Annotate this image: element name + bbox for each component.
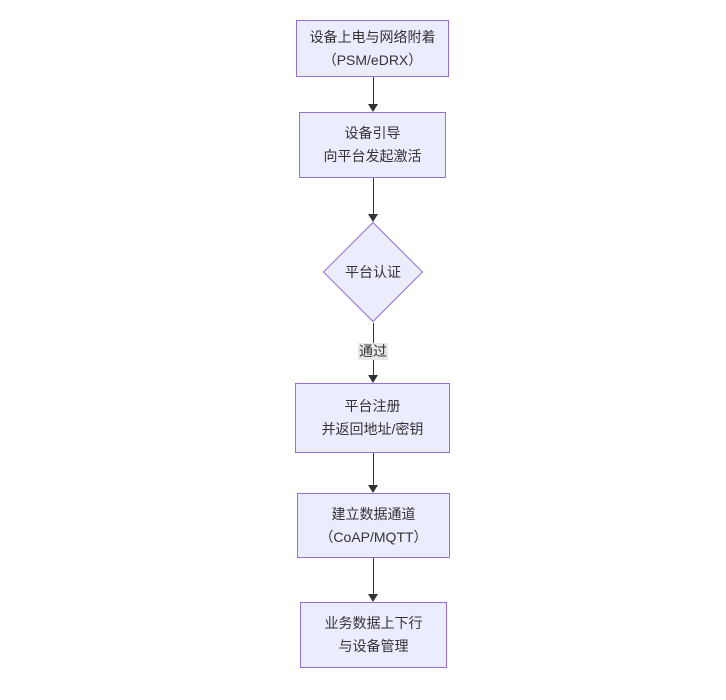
arrow-line: [372, 558, 374, 594]
flow-node-platform-register: 平台注册 并返回地址/密钥: [295, 383, 450, 453]
node-text: 并返回地址/密钥: [321, 421, 424, 437]
arrow-register-to-channel: [368, 453, 378, 493]
flow-decision-platform-auth: 平台认证: [322, 221, 424, 323]
flow-node-data-channel: 建立数据通道 （CoAP/MQTT）: [297, 493, 450, 558]
node-text: 业务数据上下行: [324, 615, 423, 631]
node-text: 向平台发起激活: [323, 148, 422, 164]
arrow-power-to-bootstrap: [368, 77, 378, 112]
flow-node-power-network-attach: 设备上电与网络附着 （PSM/eDRX）: [296, 20, 449, 77]
arrowhead-down-icon: [368, 214, 378, 222]
node-text: 设备引导: [344, 125, 401, 141]
arrow-line: [372, 453, 374, 485]
arrowhead-down-icon: [368, 104, 378, 112]
arrowhead-down-icon: [368, 375, 378, 383]
edge-label-pass: 通过: [358, 343, 388, 360]
arrow-line: [372, 178, 374, 214]
node-text: （CoAP/MQTT）: [319, 528, 428, 545]
node-text: 建立数据通道: [331, 505, 416, 522]
flow-node-device-bootstrap: 设备引导 向平台发起激活: [299, 112, 446, 178]
arrow-line: [372, 77, 374, 104]
arrowhead-down-icon: [368, 485, 378, 493]
node-text: 与设备管理: [338, 638, 409, 654]
node-text: 平台认证: [345, 264, 401, 280]
flow-node-business-data: 业务数据上下行 与设备管理: [300, 602, 447, 668]
node-text: （PSM/eDRX）: [322, 51, 423, 68]
arrow-channel-to-business: [368, 558, 378, 602]
arrow-bootstrap-to-auth: [368, 178, 378, 222]
node-text: 设备上电与网络附着: [309, 28, 436, 45]
node-text: 平台注册: [344, 398, 401, 414]
arrowhead-down-icon: [368, 594, 378, 602]
